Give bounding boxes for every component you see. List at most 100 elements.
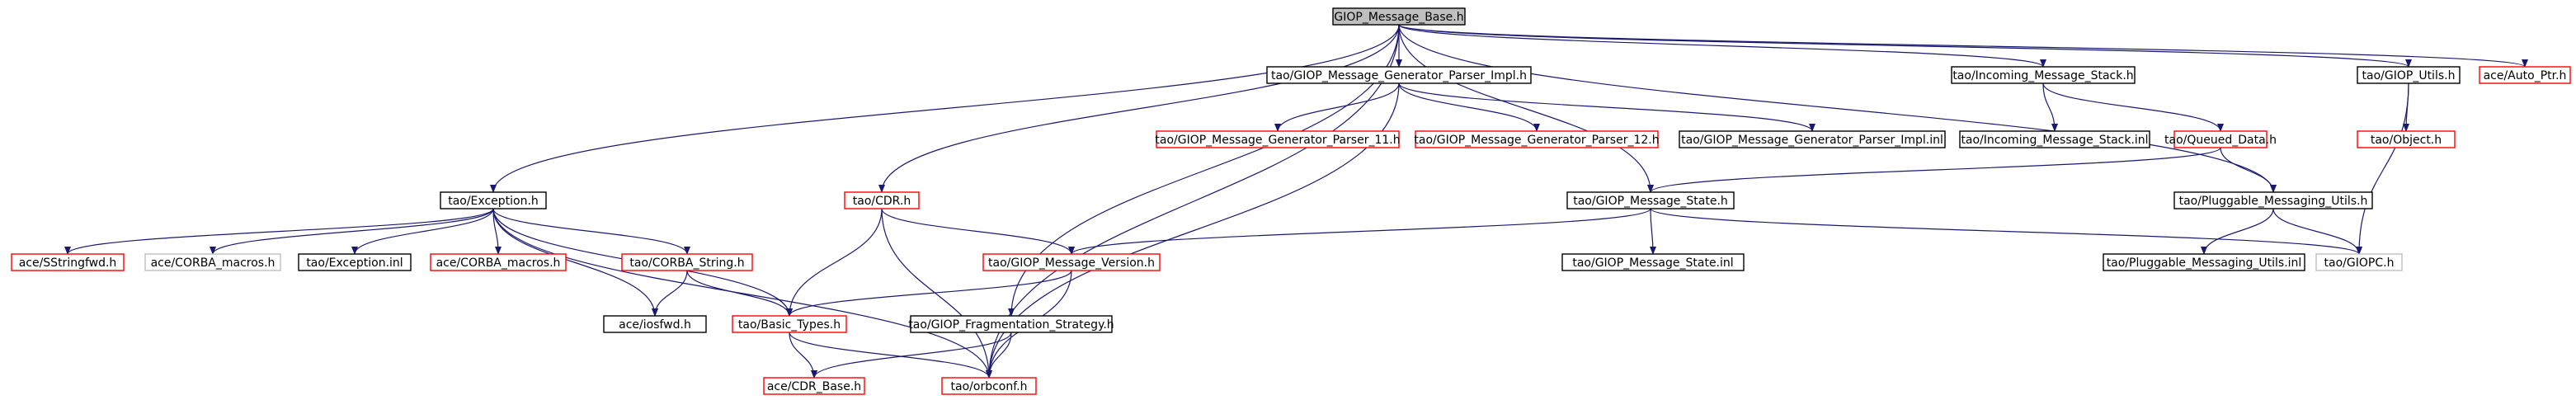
node-label-gmgpi: tao/GIOP_Message_Generator_Parser_Impl.h [1271,69,1527,82]
node-label-gms: tao/GIOP_Message_State.h [1573,195,1728,208]
edge-gms-to-gmv [1068,208,1651,255]
edge-bt-to-orbconf [789,332,992,379]
edge-pmu-to-pmuinl [2201,208,2274,255]
node-label-pmu: tao/Pluggable_Messaging_Utils.h [2179,195,2368,208]
edge-gms-to-gmsinl [1649,208,1656,255]
edge-exc-to-orbconf [492,208,992,379]
node-label-cdr: tao/CDR.h [853,195,911,208]
node-box-acm [144,253,281,271]
node-label-gmsinl: tao/GIOP_Message_State.inl [1572,256,1733,270]
node-giopc: tao/GIOPC.h [2315,253,2403,271]
node-gu[interactable]: tao/GIOP_Utils.h [2357,66,2461,84]
node-acm2: ace/CORBA_macros.h [430,253,567,271]
edge-exc-to-cstr [492,208,690,255]
node-label-exc: tao/Exception.h [448,195,539,208]
node-imsinl[interactable]: tao/Incoming_Message_Stack.inl [1959,130,2150,148]
node-box-gp11 [1156,130,1400,148]
node-gmgpi[interactable]: tao/GIOP_Message_Generator_Parser_Impl.h [1266,66,1532,84]
edge-gfs-to-cdrb [811,332,1012,379]
node-label-cstr: tao/CORBA_String.h [629,256,744,270]
node-label-obj: tao/Object.h [2371,134,2442,147]
edge-exc-to-einl [351,208,494,255]
node-gfs[interactable]: tao/GIOP_Fragmentation_Strategy.h [908,315,1114,333]
node-gms[interactable]: tao/GIOP_Message_State.h [1566,191,1735,209]
edge-exc-to-iosfwd [492,208,658,317]
node-box-pmuinl [2103,253,2305,271]
node-box-gp12 [1415,130,1659,148]
node-gmb[interactable]: GIOP_Message_Base.h [1332,7,1466,26]
node-label-pmuinl: tao/Pluggable_Messaging_Utils.inl [2107,256,2302,270]
node-label-gmb: GIOP_Message_Base.h [1334,11,1463,24]
node-box-gmgpi [1266,66,1532,84]
node-label-gu: tao/GIOP_Utils.h [2362,69,2456,82]
edge-cdr-to-gmv [881,208,1075,255]
node-box-ssfwd [11,253,125,271]
node-box-obj [2357,130,2456,148]
node-label-orbconf: tao/orbconf.h [951,380,1028,393]
node-box-orbconf [941,377,1037,395]
edge-gmgpi-to-gmgpiinl [1398,82,1815,132]
edge-gmgpi-to-gp11 [1274,82,1400,132]
node-label-cdrb: ace/CDR_Base.h [767,380,861,393]
node-box-gfs [910,315,1113,333]
node-label-gp12: tao/GIOP_Message_Generator_Parser_12.h [1414,134,1659,147]
node-label-gmgpiinl: tao/GIOP_Message_Generator_Parser_Impl.i… [1681,134,1943,147]
node-pmuinl[interactable]: tao/Pluggable_Messaging_Utils.inl [2103,253,2305,271]
edge-exc-to-acm [210,208,494,255]
node-box-bt [732,315,847,333]
edge-qd-to-gms [1647,147,2221,193]
node-box-ims [1951,66,2136,84]
edge-gms-to-giopc [1650,208,2362,255]
edge-bt-to-cdrb [789,332,817,379]
edges-layer [64,24,2528,379]
edge-ims-to-imsinl [2042,82,2058,132]
node-box-gu [2357,66,2461,84]
node-box-iosfwd [603,315,707,333]
node-box-gms [1566,191,1735,209]
node-box-pmu [2173,191,2373,209]
node-gp11: tao/GIOP_Message_Generator_Parser_11.h [1155,130,1401,148]
edge-gmb-to-exc [490,24,1400,193]
edge-exc-to-ssfwd [64,208,494,255]
node-gmgpiinl[interactable]: tao/GIOP_Message_Generator_Parser_Impl.i… [1679,130,1946,148]
node-ssfwd: ace/SStringfwd.h [11,253,125,271]
node-box-gmsinl [1561,253,1745,271]
node-acm: ace/CORBA_macros.h [144,253,281,271]
node-exc[interactable]: tao/Exception.h [440,191,547,209]
edge-cdr-to-bt [786,208,883,317]
node-label-imsinl: tao/Incoming_Message_Stack.inl [1961,134,2148,147]
node-label-aptr: ace/Auto_Ptr.h [2484,69,2567,82]
edge-gmv-to-bt [786,270,1072,317]
node-box-cdrb [763,377,865,395]
node-label-giopc: tao/GIOPC.h [2324,256,2395,270]
node-cstr: tao/CORBA_String.h [621,253,753,271]
edge-pmu-to-giopc [2272,208,2362,255]
node-label-bt: tao/Basic_Types.h [738,318,841,332]
node-label-qd: tao/Queued_Data.h [2164,134,2277,147]
edge-cstr-to-iosfwd [652,270,688,317]
node-box-giopc [2315,253,2403,271]
edge-gmb-to-gu [1398,24,2412,68]
node-label-ssfwd: ace/SStringfwd.h [19,256,117,270]
node-gmv: tao/GIOP_Message_Version.h [982,253,1161,271]
node-box-exc [440,191,547,209]
edge-gmb-to-gms [1398,24,1654,193]
node-box-imsinl [1959,130,2150,148]
nodes-layer: GIOP_Message_Base.h tao/Exception.h tao/CD… [11,7,2571,395]
node-box-gmb [1332,7,1466,26]
node-box-gmgpiinl [1679,130,1946,148]
node-gmsinl[interactable]: tao/GIOP_Message_State.inl [1561,253,1745,271]
node-box-qd [2173,130,2268,148]
node-einl[interactable]: tao/Exception.inl [298,253,412,271]
node-box-cstr [621,253,753,271]
node-label-acm2: ace/CORBA_macros.h [436,256,561,270]
node-pmu[interactable]: tao/Pluggable_Messaging_Utils.h [2173,191,2373,209]
edge-gmb-to-cdr [878,24,1400,193]
node-iosfwd[interactable]: ace/iosfwd.h [603,315,707,333]
node-box-einl [298,253,412,271]
node-label-acm: ace/CORBA_macros.h [151,256,275,270]
node-ims[interactable]: tao/Incoming_Message_Stack.h [1951,66,2136,84]
node-box-acm2 [430,253,567,271]
edge-gmb-to-aptr [1398,24,2528,68]
